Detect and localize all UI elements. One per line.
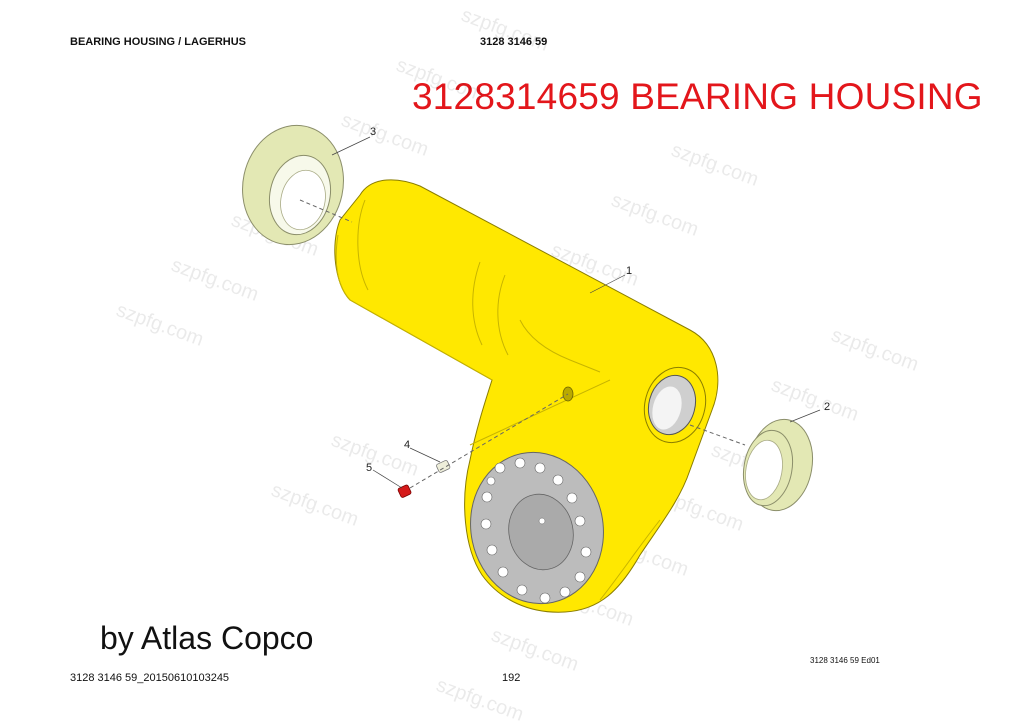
callout-4: 4	[404, 439, 410, 451]
watermark: szpfg.com	[168, 254, 261, 306]
watermark: szpfg.com	[668, 139, 761, 191]
callout-1: 1	[626, 265, 632, 277]
assembly-lines	[299, 199, 746, 489]
watermark: szpfg.com	[608, 189, 701, 241]
drawing-title: BEARING HOUSING / LAGERHUS	[70, 36, 247, 48]
callout-3: 3	[370, 126, 376, 138]
watermark: szpfg.com	[268, 479, 361, 531]
drawing-reference: 3128 3146 59 Ed01	[810, 656, 880, 665]
watermark: szpfg.com	[328, 429, 421, 481]
watermark: szpfg.com	[338, 109, 431, 161]
brand-text: by Atlas Copco	[100, 620, 314, 656]
watermark: szpfg.com	[768, 374, 861, 426]
watermark: szpfg.com	[113, 299, 206, 351]
watermark: szpfg.com	[488, 624, 581, 676]
bearing-housing-part-1	[334, 179, 719, 613]
leader-lines	[331, 136, 821, 489]
watermark: szpfg.com	[393, 54, 486, 106]
callout-5: 5	[366, 462, 372, 474]
bushing-part-2	[742, 418, 814, 512]
plug-part-5	[397, 484, 412, 498]
page-number: 192	[502, 672, 521, 684]
watermark: szpfg.com	[828, 324, 921, 376]
fitting-part-4	[436, 460, 451, 473]
bushing-part-3	[242, 124, 344, 246]
header-part-number: 3128 3146 59	[480, 36, 548, 48]
callout-2: 2	[824, 401, 830, 413]
watermark: szpfg.com	[458, 4, 551, 56]
overlay-title: 3128314659 BEARING HOUSING	[412, 76, 983, 117]
footer-file-id: 3128 3146 59_20150610103245	[70, 672, 230, 684]
